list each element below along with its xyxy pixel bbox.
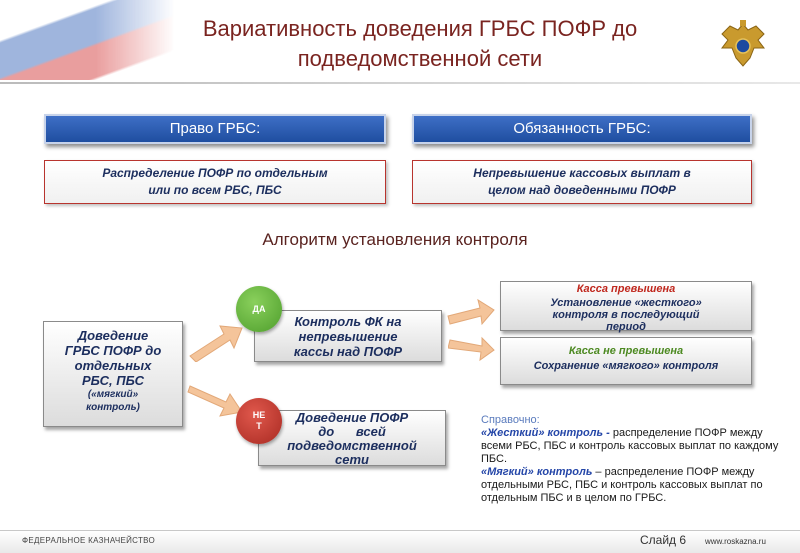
source-line-2: ГРБС ПОФР до	[64, 343, 162, 358]
all-network-box: Доведение ПОФР до всей подведомственной …	[258, 410, 446, 467]
not-exceeded-label: Касса не превышена	[568, 345, 684, 357]
soft-control-term: «Мягкий» контроль	[481, 466, 593, 478]
flag-decoration	[0, 0, 175, 80]
control-line-3: кассы над ПОФР	[293, 344, 403, 359]
all-line-2: до всей	[318, 424, 386, 439]
all-line-1: Доведение ПОФР	[295, 410, 409, 425]
duty-header: Обязанность ГРБС:	[412, 114, 752, 144]
exceeded-line-3: период	[606, 321, 646, 333]
duty-description: Непревышение кассовых выплат в целом над…	[412, 160, 752, 204]
control-line-2: непревышение	[298, 329, 398, 344]
arrow-to-no-icon	[187, 385, 243, 417]
not-exceeded-text: Сохранение «мягкого» контроля	[533, 360, 719, 372]
reference-heading: Справочно:	[481, 414, 540, 426]
page-title: Вариативность доведения ГРБС ПОФР до под…	[150, 14, 690, 74]
header-divider	[0, 82, 800, 84]
source-box: Доведение ГРБС ПОФР до отдельных РБС, ПБ…	[43, 321, 183, 427]
rights-text-line-1: Распределение ПОФР по отдельным	[102, 166, 328, 180]
arrow-to-not-exceeded-icon	[448, 336, 495, 362]
no-badge: НЕ Т	[236, 398, 282, 444]
duty-text-line-2: целом над доведенными ПОФР	[488, 183, 676, 197]
soft-control-definition: «Мягкий» контроль – распределение ПОФР м…	[481, 466, 793, 505]
hard-control-text: распределение ПОФР между всеми РБС, ПБС …	[481, 427, 779, 465]
no-label-line-2: Т	[256, 421, 262, 431]
rights-header: Право ГРБС:	[44, 114, 386, 144]
exceeded-line-1: Установление «жесткого»	[550, 297, 702, 309]
duty-text-line-1: Непревышение кассовых выплат в	[473, 166, 691, 180]
footer-org: ФЕДЕРАЛЬНОЕ КАЗНАЧЕЙСТВО	[22, 536, 156, 545]
rights-description: Распределение ПОФР по отдельным или по в…	[44, 160, 386, 204]
exceeded-label: Касса превышена	[576, 283, 676, 295]
control-box: Контроль ФК на непревышение кассы над ПО…	[254, 310, 442, 362]
slide-number: Слайд 6	[640, 533, 687, 547]
footer-bar	[0, 530, 800, 553]
source-line-4: РБС, ПБС	[81, 373, 145, 388]
source-line-3: отдельных	[74, 358, 152, 373]
hard-control-definition: «Жесткий» контроль - распределение ПОФР …	[481, 427, 793, 466]
title-line-1: Вариативность доведения ГРБС ПОФР до	[202, 16, 638, 41]
source-line-5: («мягкий»	[87, 389, 139, 400]
exceeded-box: Касса превышена Установление «жесткого» …	[500, 281, 752, 333]
exceeded-line-2: контроля в последующий	[552, 309, 700, 321]
not-exceeded-box: Касса не превышена Сохранение «мягкого» …	[500, 337, 752, 385]
title-line-2: подведомственной сети	[297, 46, 543, 71]
arrow-to-yes-icon	[189, 325, 243, 362]
footer-url: www.roskazna.ru	[705, 537, 766, 546]
all-line-4: сети	[335, 452, 369, 467]
algorithm-title: Алгоритм установления контроля	[262, 230, 528, 249]
soft-control-text: – распределение ПОФР между отдельными РБ…	[481, 466, 763, 504]
source-line-6: контроль)	[86, 402, 140, 413]
all-line-3: подведомственной	[287, 438, 417, 453]
no-label-line-1: НЕ	[252, 410, 266, 420]
yes-badge: ДА	[236, 286, 282, 332]
double-headed-eagle-emblem-icon	[721, 20, 765, 67]
reference-note: Справочно: «Жесткий» контроль - распреде…	[481, 414, 793, 505]
arrow-to-exceeded-icon	[447, 298, 495, 326]
rights-text-line-2: или по всем РБС, ПБС	[148, 183, 282, 197]
source-line-1: Доведение	[77, 328, 149, 343]
control-line-1: Контроль ФК на	[294, 314, 402, 329]
hard-control-term: «Жесткий» контроль -	[481, 427, 613, 439]
